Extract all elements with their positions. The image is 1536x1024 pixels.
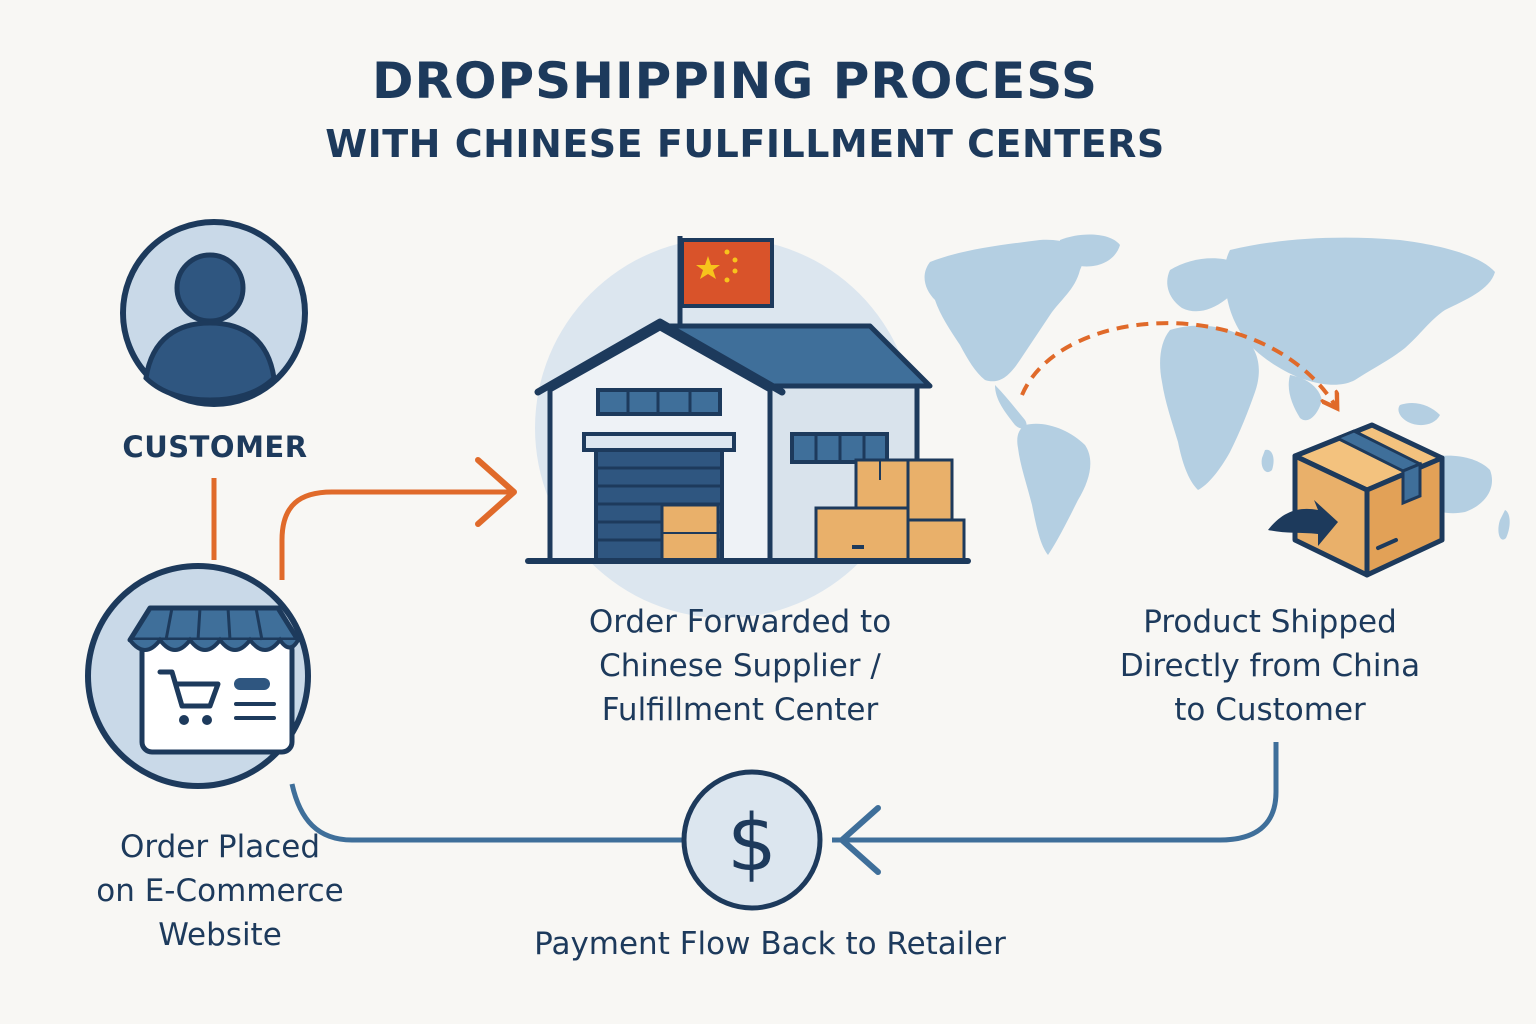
payment-flow-label: Payment Flow Back to Retailer (534, 926, 1006, 962)
order-forwarded-line-2: Chinese Supplier / (599, 648, 881, 684)
order-placed-line-2: on E-Commerce (96, 873, 344, 909)
payment-flow-line (832, 742, 1279, 843)
payment-flow-arrowhead (839, 805, 881, 875)
shipping-route-arrow (1020, 321, 1335, 405)
customer-avatar-icon (120, 219, 308, 407)
store-cart-icon (85, 563, 311, 789)
world-map-icon (924, 234, 1510, 555)
order-placed-line-3: Website (158, 917, 282, 953)
china-flag-icon (677, 236, 774, 325)
customer-label: CUSTOMER (122, 430, 308, 464)
payment-to-retailer-line (289, 783, 682, 843)
order-placed-line-1: Order Placed (119, 829, 321, 865)
order-forward-arrowhead (475, 457, 517, 527)
dollar-coin-icon: $ (681, 769, 823, 911)
order-forwarded-line-1: Order Forwarded to (588, 604, 892, 640)
order-forward-arrow (279, 489, 512, 580)
product-shipped-line-1: Product Shipped (1143, 604, 1397, 640)
warehouse-icon (525, 236, 971, 618)
product-shipped-line-3: to Customer (1174, 692, 1366, 728)
page-subtitle: WITH CHINESE FULFILLMENT CENTERS (325, 122, 1165, 166)
page-title: DROPSHIPPING PROCESS (371, 52, 1099, 110)
product-shipped-line-2: Directly from China (1119, 648, 1421, 684)
dollar-symbol: $ (727, 799, 777, 889)
product-shipped-label: Product Shipped Directly from China to C… (1095, 600, 1445, 732)
order-forwarded-label: Order Forwarded to Chinese Supplier / Fu… (560, 600, 920, 732)
order-placed-label: Order Placed on E-Commerce Website (60, 825, 380, 957)
order-forwarded-line-3: Fulfillment Center (601, 692, 879, 728)
package-box-icon (1268, 422, 1445, 578)
